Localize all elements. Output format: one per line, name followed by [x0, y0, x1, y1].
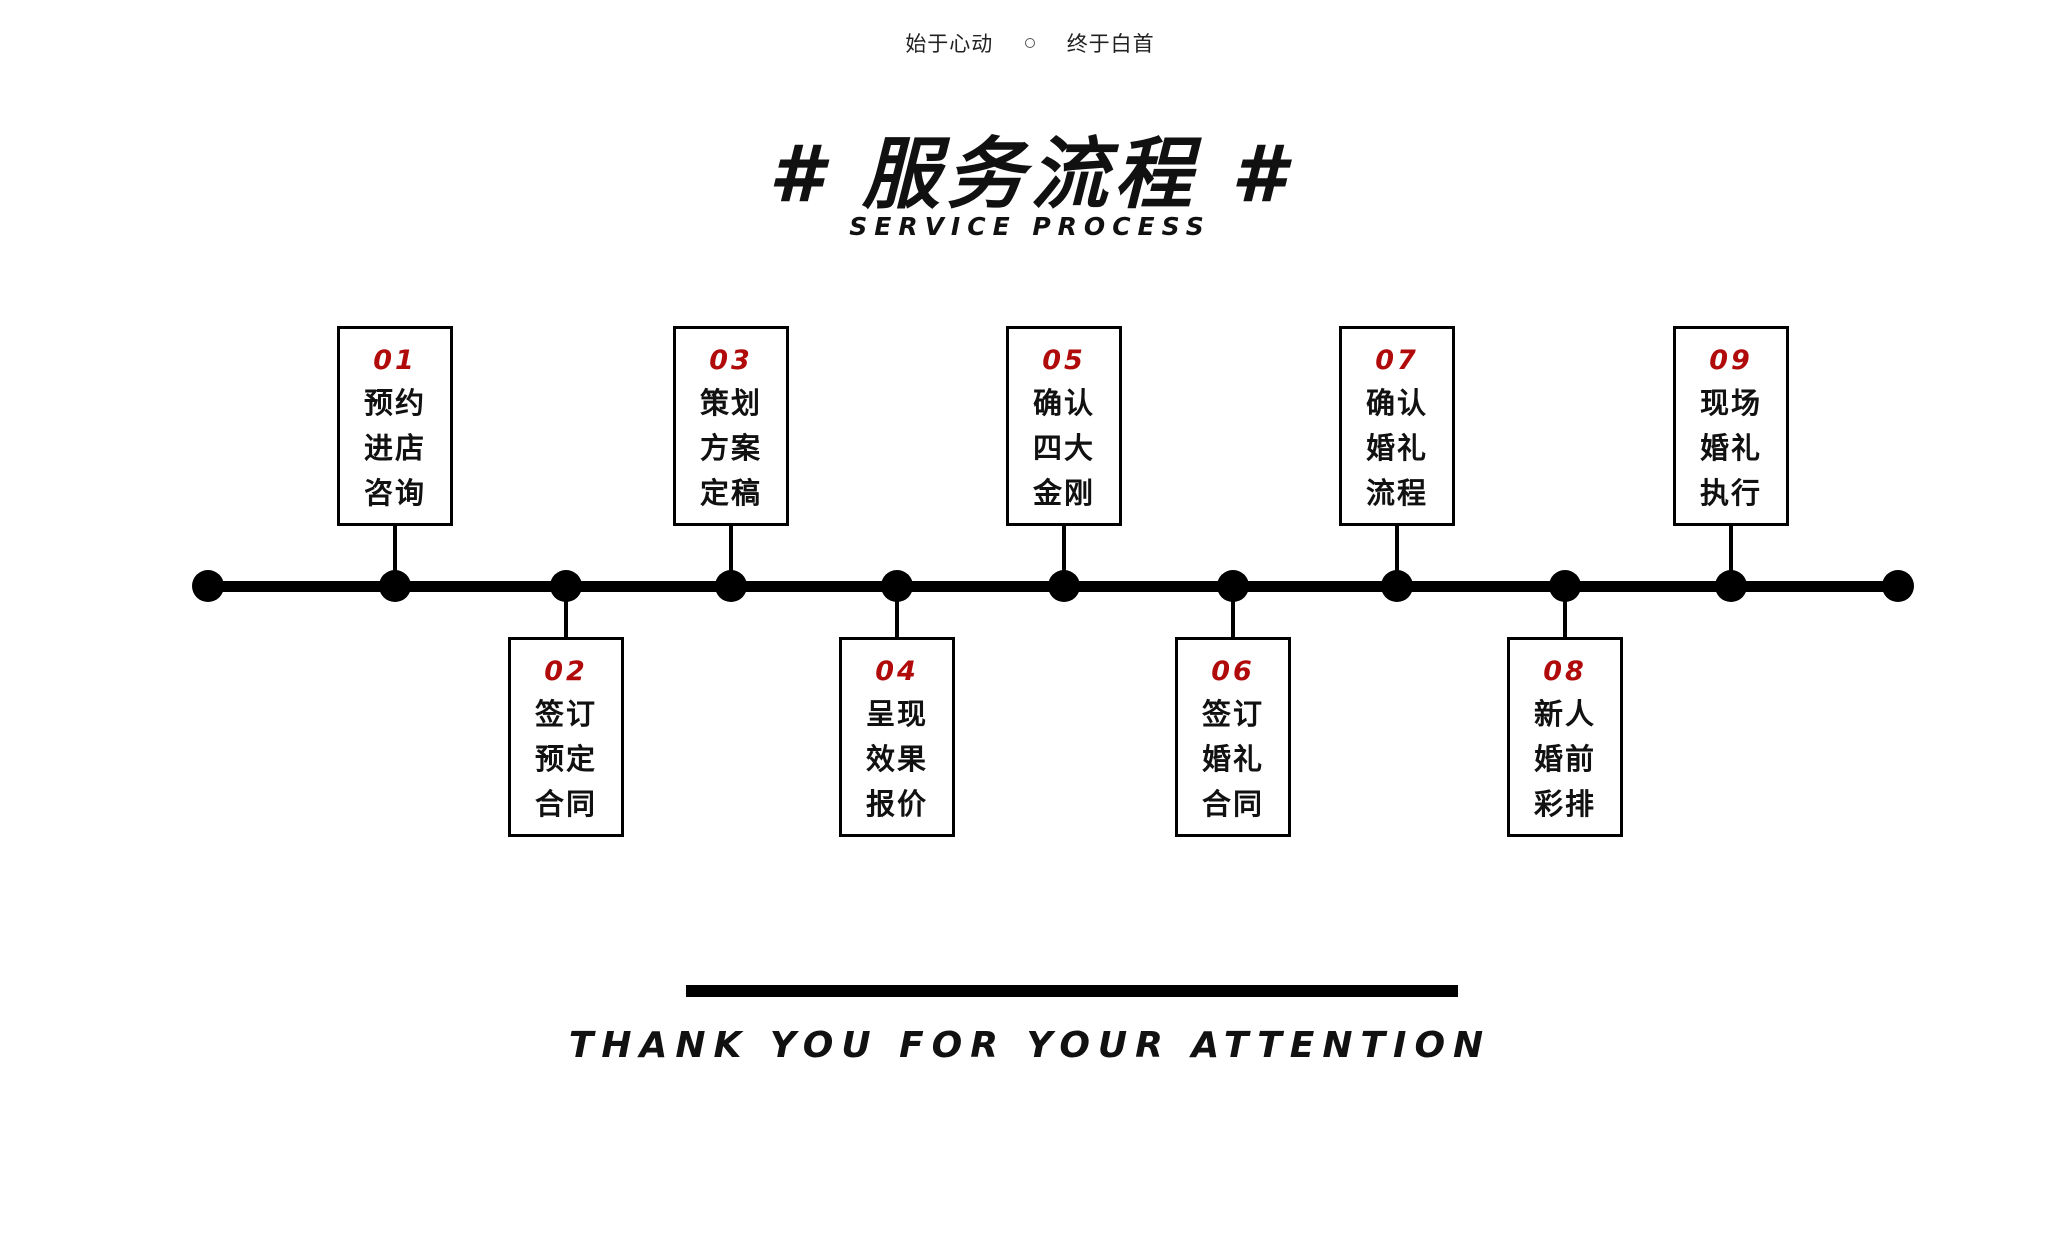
step-number: 06 [1211, 656, 1255, 687]
step-connector [729, 526, 733, 586]
step-number: 02 [544, 656, 588, 687]
step-label-line: 流程 [1365, 476, 1428, 510]
step-number: 08 [1543, 656, 1587, 687]
step-connector [1563, 586, 1567, 637]
step-connector [1729, 526, 1733, 586]
step-card: 03 策划方案定稿 [673, 326, 789, 526]
step-label-line: 金刚 [1032, 476, 1095, 510]
tagline-right: 终于白首 [1066, 32, 1155, 56]
step-card: 04 呈现效果报价 [839, 637, 955, 837]
step-label-line: 婚前 [1533, 742, 1596, 776]
step-connector [564, 586, 568, 637]
step-label-line: 婚礼 [1201, 742, 1264, 776]
step-label-line: 四大 [1032, 431, 1095, 465]
step-connector [1395, 526, 1399, 586]
step-label-line: 签订 [1201, 697, 1264, 731]
step-label-line: 合同 [534, 787, 597, 821]
timeline-start-node [192, 570, 224, 602]
step-label-line: 婚礼 [1699, 431, 1762, 465]
step-number: 09 [1709, 345, 1753, 376]
step-label-line: 咨询 [363, 476, 426, 510]
step-number: 01 [373, 345, 417, 376]
step-card: 06 签订婚礼合同 [1175, 637, 1291, 837]
step-number: 03 [709, 345, 753, 376]
step-card: 08 新人婚前彩排 [1507, 637, 1623, 837]
step-number: 05 [1042, 345, 1086, 376]
step-label-line: 呈现 [865, 697, 928, 731]
step-label-line: 彩排 [1533, 787, 1596, 821]
step-label-line: 预定 [534, 742, 597, 776]
timeline-end-node [1882, 570, 1914, 602]
step-label-line: 婚礼 [1365, 431, 1428, 465]
step-label-line: 定稿 [699, 476, 762, 510]
bottom-divider [686, 985, 1458, 997]
step-connector [1231, 586, 1235, 637]
step-label-line: 签订 [534, 697, 597, 731]
step-card: 07 确认婚礼流程 [1339, 326, 1455, 526]
step-label-line: 效果 [865, 742, 928, 776]
step-label-line: 进店 [363, 431, 426, 465]
tagline-dot-icon [1025, 38, 1035, 48]
page-title: # 服务流程 # [768, 130, 1292, 220]
step-card: 05 确认四大金刚 [1006, 326, 1122, 526]
step-connector [393, 526, 397, 586]
step-label-line: 方案 [699, 431, 762, 465]
step-label-line: 预约 [363, 386, 426, 420]
step-connector [895, 586, 899, 637]
tagline-left: 始于心动 [905, 32, 994, 56]
step-label-line: 确认 [1032, 386, 1095, 420]
step-card: 09 现场婚礼执行 [1673, 326, 1789, 526]
thanks-text: THANK YOU FOR YOUR ATTENTION [568, 1025, 1492, 1066]
step-label-line: 报价 [865, 787, 928, 821]
step-card: 02 签订预定合同 [508, 637, 624, 837]
step-label-line: 执行 [1699, 476, 1762, 510]
step-card: 01 预约进店咨询 [337, 326, 453, 526]
step-label-line: 策划 [699, 386, 762, 420]
page-subtitle: SERVICE PROCESS [849, 212, 1211, 241]
tagline: 始于心动 终于白首 [0, 28, 2060, 58]
step-label-line: 现场 [1699, 386, 1762, 420]
step-number: 07 [1375, 345, 1419, 376]
step-label-line: 新人 [1533, 697, 1596, 731]
step-number: 04 [875, 656, 919, 687]
step-connector [1062, 526, 1066, 586]
step-label-line: 合同 [1201, 787, 1264, 821]
step-label-line: 确认 [1365, 386, 1428, 420]
